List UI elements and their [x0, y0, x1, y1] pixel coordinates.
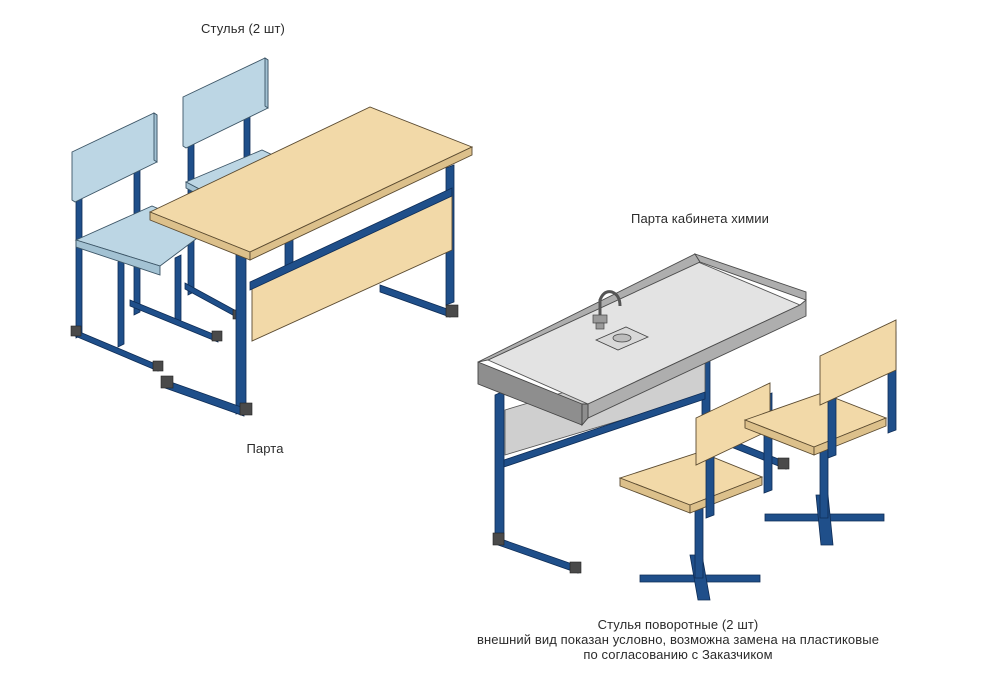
school-desk-set [70, 57, 474, 417]
swivel-chairs-caption: Стулья поворотные (2 шт) внешний вид пок… [477, 617, 879, 662]
chemistry-desk-set [477, 253, 897, 601]
swivel-caption-line1: Стулья поворотные (2 шт) [597, 617, 759, 632]
chairs-caption: Стулья (2 шт) [201, 21, 285, 36]
swivel-chair-back [743, 319, 897, 546]
desk [148, 106, 474, 417]
desk-caption: Парта [246, 441, 284, 456]
chair-front [70, 112, 223, 372]
swivel-caption-line2: внешний вид показан условно, возможна за… [476, 632, 880, 647]
chem-desk-caption: Парта кабинета химии [631, 211, 769, 226]
swivel-caption-line3: по согласованию с Заказчиком [583, 647, 773, 662]
chemistry-desk [477, 253, 807, 574]
